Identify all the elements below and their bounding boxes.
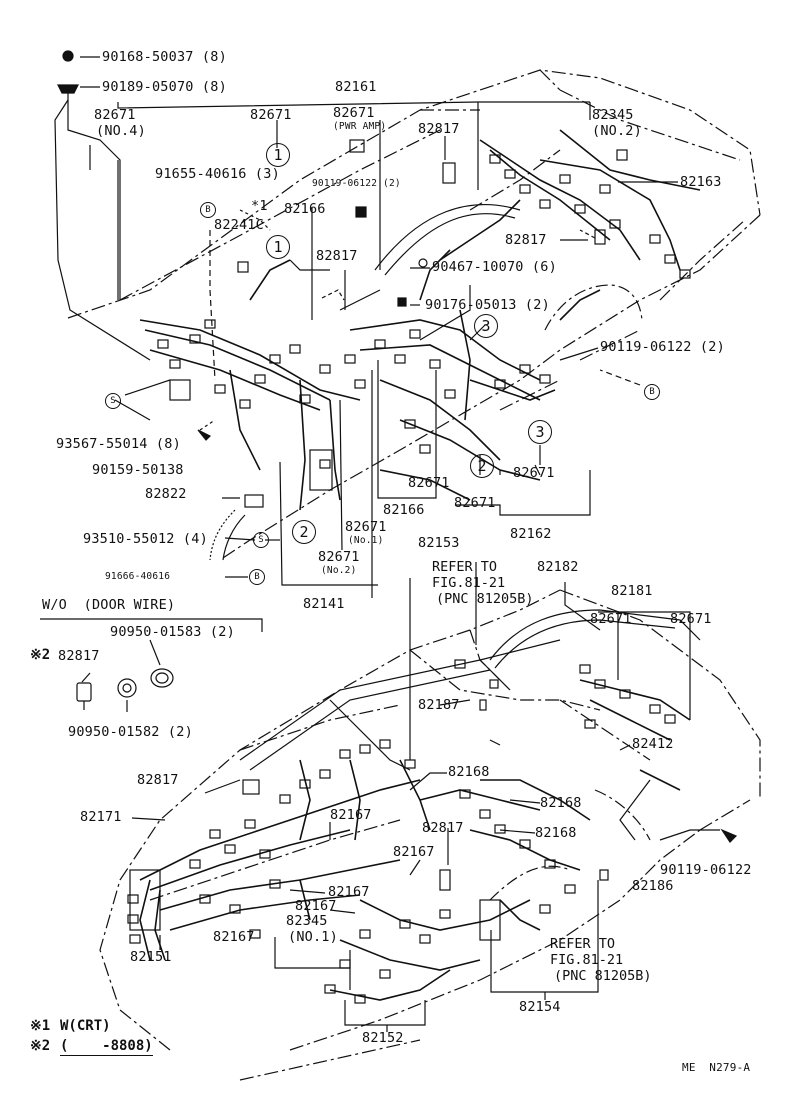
- part-82345-no2: 82345: [592, 107, 634, 123]
- part-82671-no4-sub: (NO.4): [96, 123, 146, 139]
- part-82671-no1: 82671: [345, 519, 387, 535]
- part-82153: 82153: [418, 535, 460, 551]
- refer-line-3-lower: (PNC 81205B): [554, 968, 652, 984]
- part-82181: 82181: [611, 583, 653, 599]
- marker-b: B: [644, 384, 660, 400]
- part-82817-lower-mid: 82817: [422, 820, 464, 836]
- lower-car-outline: [99, 589, 761, 1081]
- fastener-label-91666-40616: 91666-40616: [105, 571, 171, 582]
- part-82163: 82163: [680, 174, 722, 190]
- fastener-label-93567-55014: 93567-55014 (8): [56, 436, 181, 452]
- refer-line-1-lower: REFER TO: [550, 936, 616, 952]
- part-82671-no2: 82671: [318, 549, 360, 565]
- marker-b: B: [200, 202, 216, 218]
- upper-harness: [139, 129, 701, 511]
- fastener-label-91655-40616: 91655-40616 (3): [155, 166, 280, 182]
- part-82671-right-b: 82671: [670, 611, 712, 627]
- part-82822: 82822: [145, 486, 187, 502]
- part-82671: 82671: [250, 107, 292, 123]
- circle-marker-2: 2: [470, 454, 494, 478]
- part-82186: 82186: [632, 878, 674, 894]
- part-82171: 82171: [80, 809, 122, 825]
- part-82817-mid: 82817: [316, 248, 358, 264]
- part-82161: 82161: [335, 79, 377, 95]
- marker-b: B: [249, 569, 265, 585]
- fastener-label-90119-06122-top: 90119-06122 (2): [312, 178, 401, 189]
- circle-marker-1: 1: [266, 235, 290, 259]
- lower-harness: [139, 679, 691, 1001]
- part-82817: 82817: [418, 121, 460, 137]
- fastener-label-90176-05013: 90176-05013 (2): [425, 297, 550, 313]
- part-82671-c2: 82671: [454, 495, 496, 511]
- part-82166-top: 82166: [284, 201, 326, 217]
- fastener-label-90168-50037: 90168-50037 (8): [102, 49, 227, 65]
- part-82152: 82152: [362, 1030, 404, 1046]
- refer-line-2-lower: FIG.81-21: [550, 952, 624, 968]
- door-wire-title: W/O (DOOR WIRE): [42, 597, 176, 613]
- fastener-label-90467-10070: 90467-10070 (6): [432, 259, 557, 275]
- part-82154: 82154: [519, 999, 561, 1015]
- door-wire-part-90950-01582: 90950-01582 (2): [68, 724, 193, 740]
- door-wire-part-90950-01583: 90950-01583 (2): [110, 624, 235, 640]
- part-82345-no1-sub: (NO.1): [288, 929, 338, 945]
- part-82167-e: 82167: [213, 929, 255, 945]
- door-wire-mark-2: ※2: [30, 647, 51, 663]
- part-82412: 82412: [632, 736, 674, 752]
- part-82167-d: 82167: [295, 898, 337, 914]
- part-82671-pwr-amp-sub: (PWR AMP): [333, 121, 387, 132]
- part-82671-no1-sub: (No.1): [348, 535, 384, 546]
- note-text-2: ( -8808): [60, 1038, 153, 1056]
- part-82182: 82182: [537, 559, 579, 575]
- part-82187: 82187: [418, 697, 460, 713]
- part-82671-c3: 82671: [513, 465, 555, 481]
- part-82671-pwr-amp: 82671: [333, 105, 375, 121]
- part-82167-b: 82167: [393, 844, 435, 860]
- part-82671-right-a: 82671: [590, 611, 632, 627]
- refer-line-1: REFER TO: [432, 559, 498, 575]
- part-82168-a: 82168: [448, 764, 490, 780]
- circle-marker-3: 3: [474, 314, 498, 338]
- fastener-label-90159-50138: 90159-50138: [92, 462, 184, 478]
- marker-s: S: [105, 393, 121, 409]
- part-82167-c: 82167: [328, 884, 370, 900]
- part-82162: 82162: [510, 526, 552, 542]
- part-82345-no2-sub: (NO.2): [592, 123, 642, 139]
- lower-connectors: [127, 659, 676, 1004]
- part-82671-no4: 82671: [94, 107, 136, 123]
- part-82817-right: 82817: [505, 232, 547, 248]
- refer-line-3: (PNC 81205B): [436, 591, 534, 607]
- fastener-label-90189-05070: 90189-05070 (8): [102, 79, 227, 95]
- diagram-code: ME N279-A: [682, 1061, 751, 1074]
- marker-s: S: [253, 532, 269, 548]
- part-82817-lower-left: 82817: [137, 772, 179, 788]
- part-82671-no2-sub: (No.2): [321, 565, 357, 576]
- part-82166-bottom: 82166: [383, 502, 425, 518]
- note-mark-1: ※1: [30, 1018, 51, 1034]
- part-82168-c: 82168: [535, 825, 577, 841]
- circle-marker-3: 3: [528, 420, 552, 444]
- circle-marker-1: 1: [266, 143, 290, 167]
- part-82241c: 82241C: [214, 217, 264, 233]
- part-82671-lower: 82671: [408, 475, 450, 491]
- fastener-label-90119-06122-right: 90119-06122 (2): [600, 339, 725, 355]
- part-82345-no1: 82345: [286, 913, 328, 929]
- refer-line-2: FIG.81-21: [432, 575, 506, 591]
- note-text-1: W(CRT): [60, 1018, 111, 1034]
- fastener-label-93510-55012: 93510-55012 (4): [83, 531, 208, 547]
- note-mark-2: ※2: [30, 1038, 51, 1054]
- upper-connectors: [157, 139, 691, 508]
- door-wire-part-82817: 82817: [58, 648, 100, 664]
- part-82168-b: 82168: [540, 795, 582, 811]
- part-82151: 82151: [130, 949, 172, 965]
- fastener-label-90119-06122-lower: 90119-06122: [660, 862, 752, 878]
- part-82141: 82141: [303, 596, 345, 612]
- asterisk-1: *1: [251, 198, 268, 214]
- part-82167-a: 82167: [330, 807, 372, 823]
- circle-marker-2: 2: [292, 520, 316, 544]
